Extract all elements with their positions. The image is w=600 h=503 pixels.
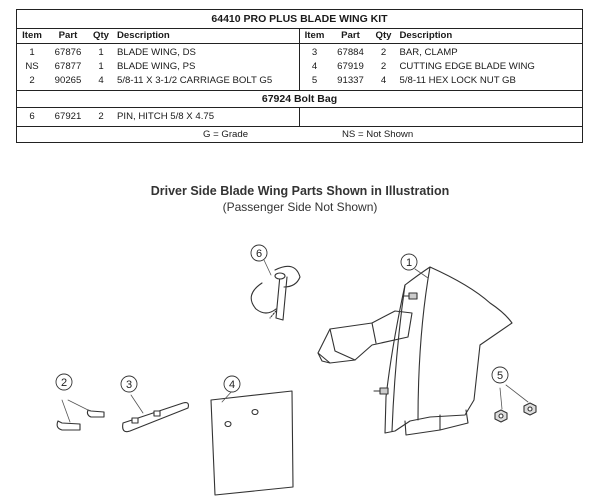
callout-number: 4 xyxy=(229,379,235,391)
kit-title: 64410 PRO PLUS BLADE WING KIT xyxy=(17,10,582,29)
header-description: Description xyxy=(117,30,170,41)
table-row: 6 67921 2 PIN, HITCH 5/8 X 4.75 xyxy=(17,110,299,124)
table-row: 3 67884 2 BAR, CLAMP xyxy=(300,46,583,60)
bolt-bag-title: 67924 Bolt Bag xyxy=(17,90,582,108)
table-header-right: Item Part Qty Description xyxy=(299,29,582,44)
cell-qty: 2 xyxy=(380,61,387,72)
illustration-subheading: (Passenger Side Not Shown) xyxy=(222,200,378,214)
cell-item: NS xyxy=(25,61,39,72)
callout-number: 5 xyxy=(497,370,503,382)
parts-table: 64410 PRO PLUS BLADE WING KIT Item Part … xyxy=(16,9,583,143)
cell-qty: 1 xyxy=(98,47,104,58)
header-item: Item xyxy=(22,30,42,41)
header-qty: Qty xyxy=(375,30,392,41)
callout-number: 2 xyxy=(61,377,67,389)
cell-qty: 4 xyxy=(380,75,387,86)
table-row: NS 67877 1 BLADE WING, PS xyxy=(17,60,299,74)
callout-4: 4 xyxy=(223,375,241,393)
cell-qty: 2 xyxy=(380,47,387,58)
illustration-heading: Driver Side Blade Wing Parts Shown in Il… xyxy=(150,184,450,198)
cutting-edge-drawing xyxy=(210,389,294,496)
cell-part: 67877 xyxy=(54,61,82,72)
callout-number: 6 xyxy=(256,248,262,260)
callout-3: 3 xyxy=(120,375,138,393)
hitch-pin-drawing xyxy=(250,259,301,321)
blade-wing-drawing xyxy=(317,266,513,436)
header-item: Item xyxy=(304,30,325,41)
table-footer: G = Grade NS = Not Shown xyxy=(17,126,582,142)
cell-description: 5/8-11 X 3-1/2 CARRIAGE BOLT G5 xyxy=(117,75,273,86)
cell-item: 2 xyxy=(29,75,35,86)
parts-left-column: Item Part Qty Description 1 67876 1 BLAD… xyxy=(17,29,300,90)
cell-qty: 1 xyxy=(98,61,104,72)
cell-part: 90265 xyxy=(54,75,82,86)
cell-item: 3 xyxy=(311,47,318,58)
cell-item: 4 xyxy=(311,61,318,72)
cell-description: BLADE WING, PS xyxy=(117,61,196,72)
hex-nuts-drawing xyxy=(494,384,537,423)
cell-part: 67884 xyxy=(337,47,364,58)
callout-5: 5 xyxy=(491,366,509,384)
parts-illustration: 1 2 3 4 5 6 xyxy=(55,244,537,496)
cell-part: 91337 xyxy=(337,75,364,86)
cell-item: 5 xyxy=(311,75,318,86)
bolt-bag-columns: 6 67921 2 PIN, HITCH 5/8 X 4.75 xyxy=(17,108,582,126)
bolt-bag-right-empty xyxy=(300,108,583,126)
parts-columns: Item Part Qty Description 1 67876 1 BLAD… xyxy=(17,29,582,90)
cell-part: 67921 xyxy=(54,111,82,122)
cell-description: BAR, CLAMP xyxy=(399,47,458,58)
callout-6: 6 xyxy=(250,244,268,262)
callout-2: 2 xyxy=(55,373,73,391)
carriage-bolts-drawing xyxy=(56,399,105,431)
table-row: 2 90265 4 5/8-11 X 3-1/2 CARRIAGE BOLT G… xyxy=(17,74,299,88)
header-part: Part xyxy=(341,30,360,41)
cell-part: 67876 xyxy=(54,47,82,58)
parts-right-column: Item Part Qty Description 3 67884 2 BAR,… xyxy=(299,29,583,90)
callout-1: 1 xyxy=(400,253,418,271)
table-row: 5 91337 4 5/8-11 HEX LOCK NUT GB xyxy=(300,74,583,88)
not-shown-note: NS = Not Shown xyxy=(342,129,414,140)
callout-number: 1 xyxy=(406,257,412,269)
table-row: 4 67919 2 CUTTING EDGE BLADE WING xyxy=(300,60,583,74)
cell-description: 5/8-11 HEX LOCK NUT GB xyxy=(399,75,516,86)
grade-note: G = Grade xyxy=(203,129,249,140)
callout-number: 3 xyxy=(126,379,132,391)
cell-item: 1 xyxy=(29,47,35,58)
header-description: Description xyxy=(399,30,453,41)
cell-item: 6 xyxy=(29,111,35,122)
header-qty: Qty xyxy=(93,30,109,41)
cell-qty: 4 xyxy=(98,75,104,86)
cell-part: 67919 xyxy=(337,61,364,72)
table-header-left: Item Part Qty Description xyxy=(17,29,299,44)
cell-description: PIN, HITCH 5/8 X 4.75 xyxy=(117,111,215,122)
cell-description: CUTTING EDGE BLADE WING xyxy=(399,61,535,72)
bolt-bag-left: 6 67921 2 PIN, HITCH 5/8 X 4.75 xyxy=(17,108,300,126)
table-row: 1 67876 1 BLADE WING, DS xyxy=(17,46,299,60)
cell-qty: 2 xyxy=(98,111,104,122)
cell-description: BLADE WING, DS xyxy=(117,47,196,58)
header-part: Part xyxy=(58,30,78,41)
clamp-bar-drawing xyxy=(122,394,189,433)
